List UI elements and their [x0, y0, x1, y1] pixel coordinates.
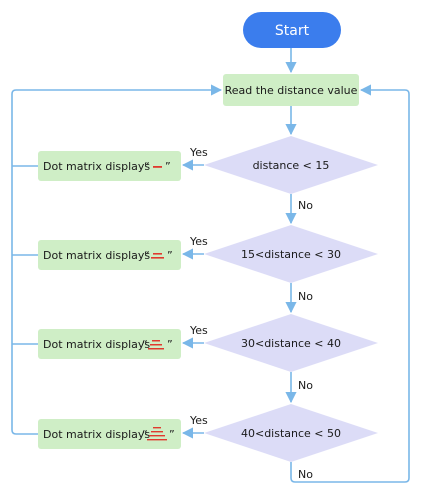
action-box — [38, 329, 181, 359]
decision-condition: 15<distance < 30 — [241, 248, 341, 261]
action-label: Dot matrix displays — [43, 249, 150, 262]
dot-bar-mark — [151, 431, 163, 433]
quote-close: ” — [167, 249, 173, 262]
no-label: No — [298, 199, 313, 212]
yes-label: Yes — [189, 324, 208, 337]
decision-1: distance < 15 — [204, 136, 378, 194]
decision-condition: 30<distance < 40 — [241, 337, 341, 350]
action-4: Dot matrix displays “ ” — [38, 419, 181, 449]
no-label: No — [298, 468, 313, 481]
no-label: No — [298, 290, 313, 303]
quote-open: “ — [144, 249, 150, 262]
start-label: Start — [275, 23, 310, 39]
no-label: No — [298, 379, 313, 392]
read-distance-box — [223, 74, 359, 106]
decision-condition: 40<distance < 50 — [241, 427, 341, 440]
decision-diamond — [204, 404, 378, 462]
edge-left-loop — [11, 84, 223, 435]
decision-diamond — [204, 225, 378, 283]
decision-diamond — [204, 136, 378, 194]
action-box — [38, 419, 181, 449]
quote-close: ” — [167, 338, 173, 351]
action-label: Dot matrix displays — [43, 160, 150, 173]
read-distance-label: Read the distance value — [225, 84, 358, 97]
edge-right-loop — [290, 84, 410, 483]
action-box — [38, 151, 181, 181]
dot-bar-mark — [153, 253, 162, 255]
action-2: Dot matrix displays “ ” — [38, 240, 181, 270]
action-box — [38, 240, 181, 270]
yes-label: Yes — [189, 146, 208, 159]
dot-bar-mark — [153, 427, 161, 429]
start-terminal — [243, 12, 341, 48]
decision-diamond — [204, 314, 378, 372]
dot-bar-mark — [153, 166, 162, 168]
decision-2: 15<distance < 30 — [204, 225, 378, 283]
decision-3: 30<distance < 40 — [204, 314, 378, 372]
dot-bar-mark — [147, 439, 167, 441]
action-3: Dot matrix displays “ ” — [38, 329, 181, 359]
dot-bar-mark — [152, 340, 160, 342]
quote-close: ” — [169, 428, 175, 441]
yes-label: Yes — [189, 235, 208, 248]
action-label: Dot matrix displays — [43, 428, 150, 441]
quote-open: “ — [142, 428, 148, 441]
dot-bar-mark — [148, 348, 164, 350]
dot-bar-mark — [149, 435, 165, 437]
decision-condition: distance < 15 — [253, 159, 330, 172]
yes-label: Yes — [189, 414, 208, 427]
quote-open: “ — [142, 338, 148, 351]
dot-bar-mark — [150, 344, 162, 346]
action-1: Dot matrix displays “ ” — [38, 151, 181, 181]
quote-close: ” — [165, 160, 171, 173]
dot-bar-mark — [151, 257, 164, 259]
decision-4: 40<distance < 50 — [204, 404, 378, 462]
quote-open: “ — [144, 160, 150, 173]
action-label: Dot matrix displays — [43, 338, 150, 351]
